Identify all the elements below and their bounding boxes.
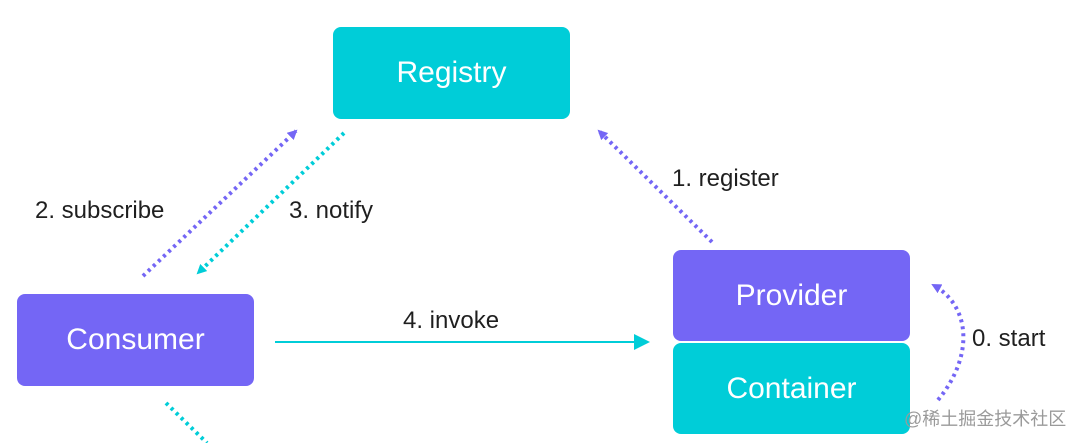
register-arrow (597, 129, 714, 244)
provider-node: Provider (673, 250, 910, 341)
consumer-label: Consumer (66, 323, 205, 356)
provider-label: Provider (735, 278, 848, 312)
partial-arrow-bottom (164, 401, 209, 443)
start-edge-label: 0. start (972, 325, 1046, 352)
notify-edge-label: 3. notify (289, 197, 374, 224)
subscribe-edge-label: 2. subscribe (35, 197, 165, 224)
invoke-edge-label: 4. invoke (403, 307, 500, 334)
container-label: Container (726, 371, 857, 405)
subscribe-arrow (141, 129, 298, 278)
watermark: @稀土掘金技术社区 (904, 409, 1067, 429)
registry-label: Registry (396, 56, 507, 89)
registry-node: Registry (333, 27, 570, 119)
notify-arrow (196, 131, 346, 275)
register-edge-label: 1. register (672, 165, 779, 192)
start-arrow (931, 283, 966, 402)
consumer-node: Consumer (17, 294, 254, 386)
container-node: Container (673, 343, 910, 434)
